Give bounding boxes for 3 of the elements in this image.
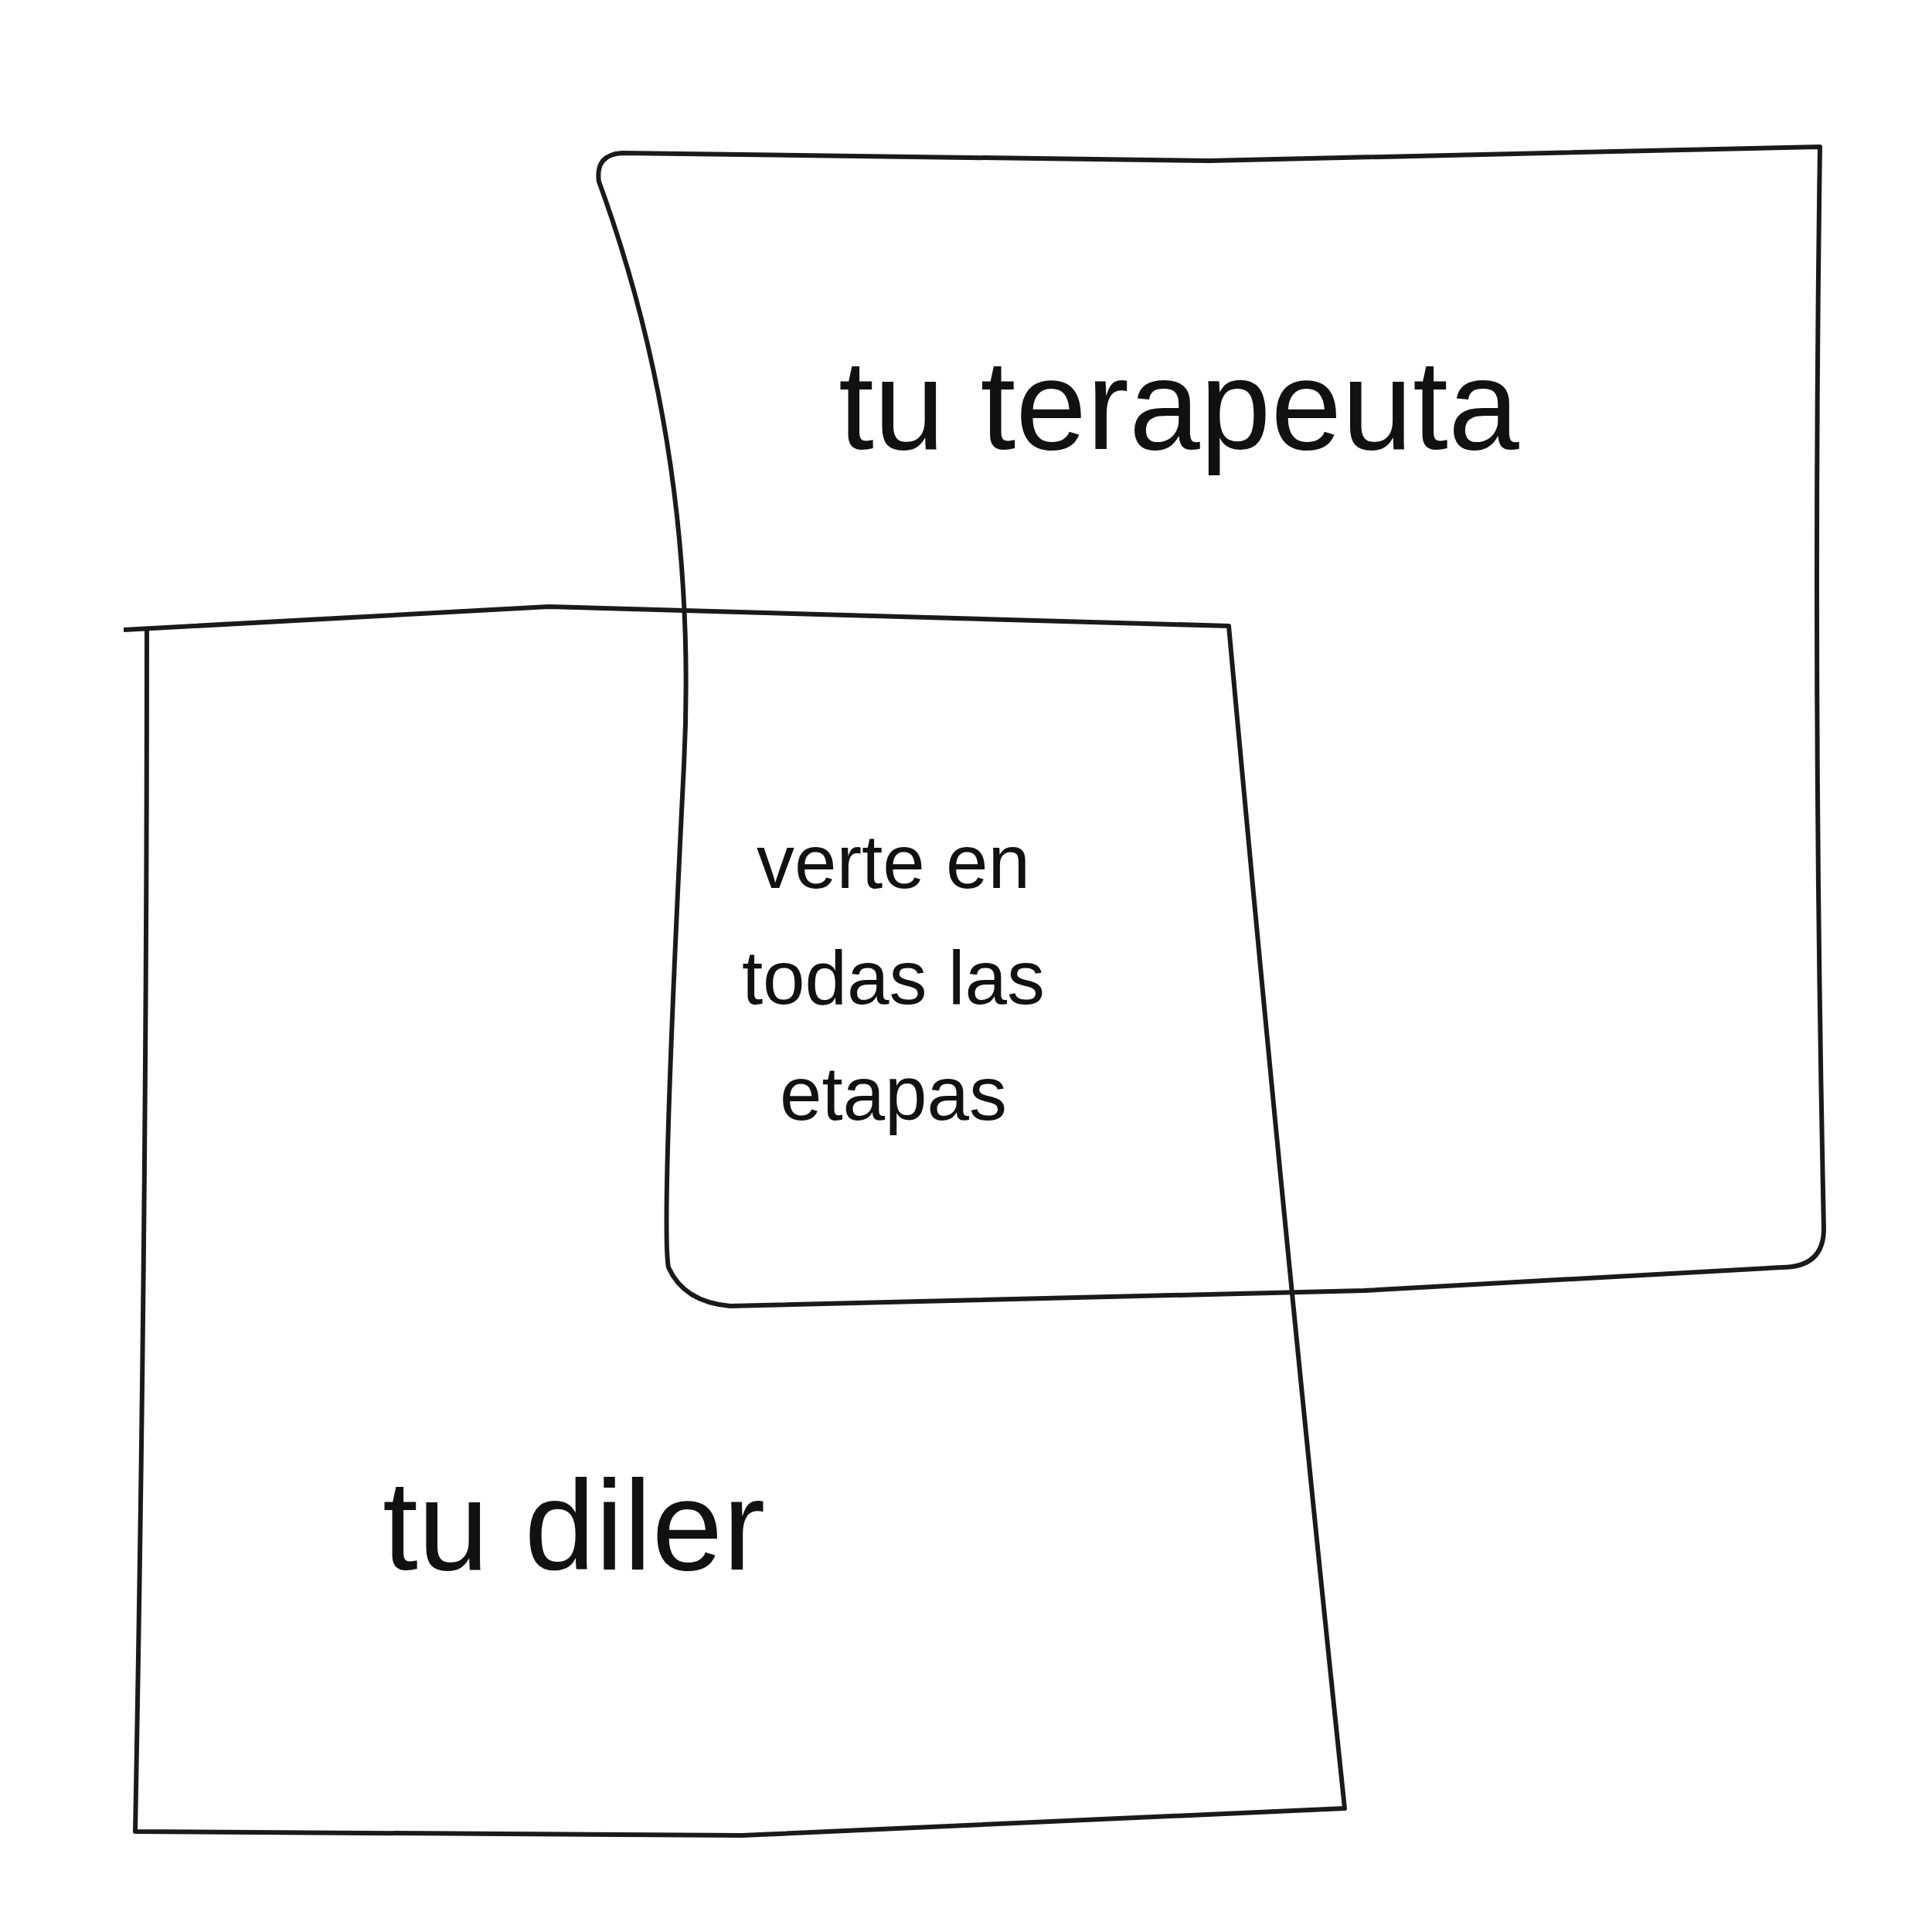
set-label: tu terapeuta: [838, 333, 1519, 478]
overlap-text: verte en todas las etapas: [740, 818, 1046, 1138]
set-label: tu diler: [383, 1454, 766, 1598]
